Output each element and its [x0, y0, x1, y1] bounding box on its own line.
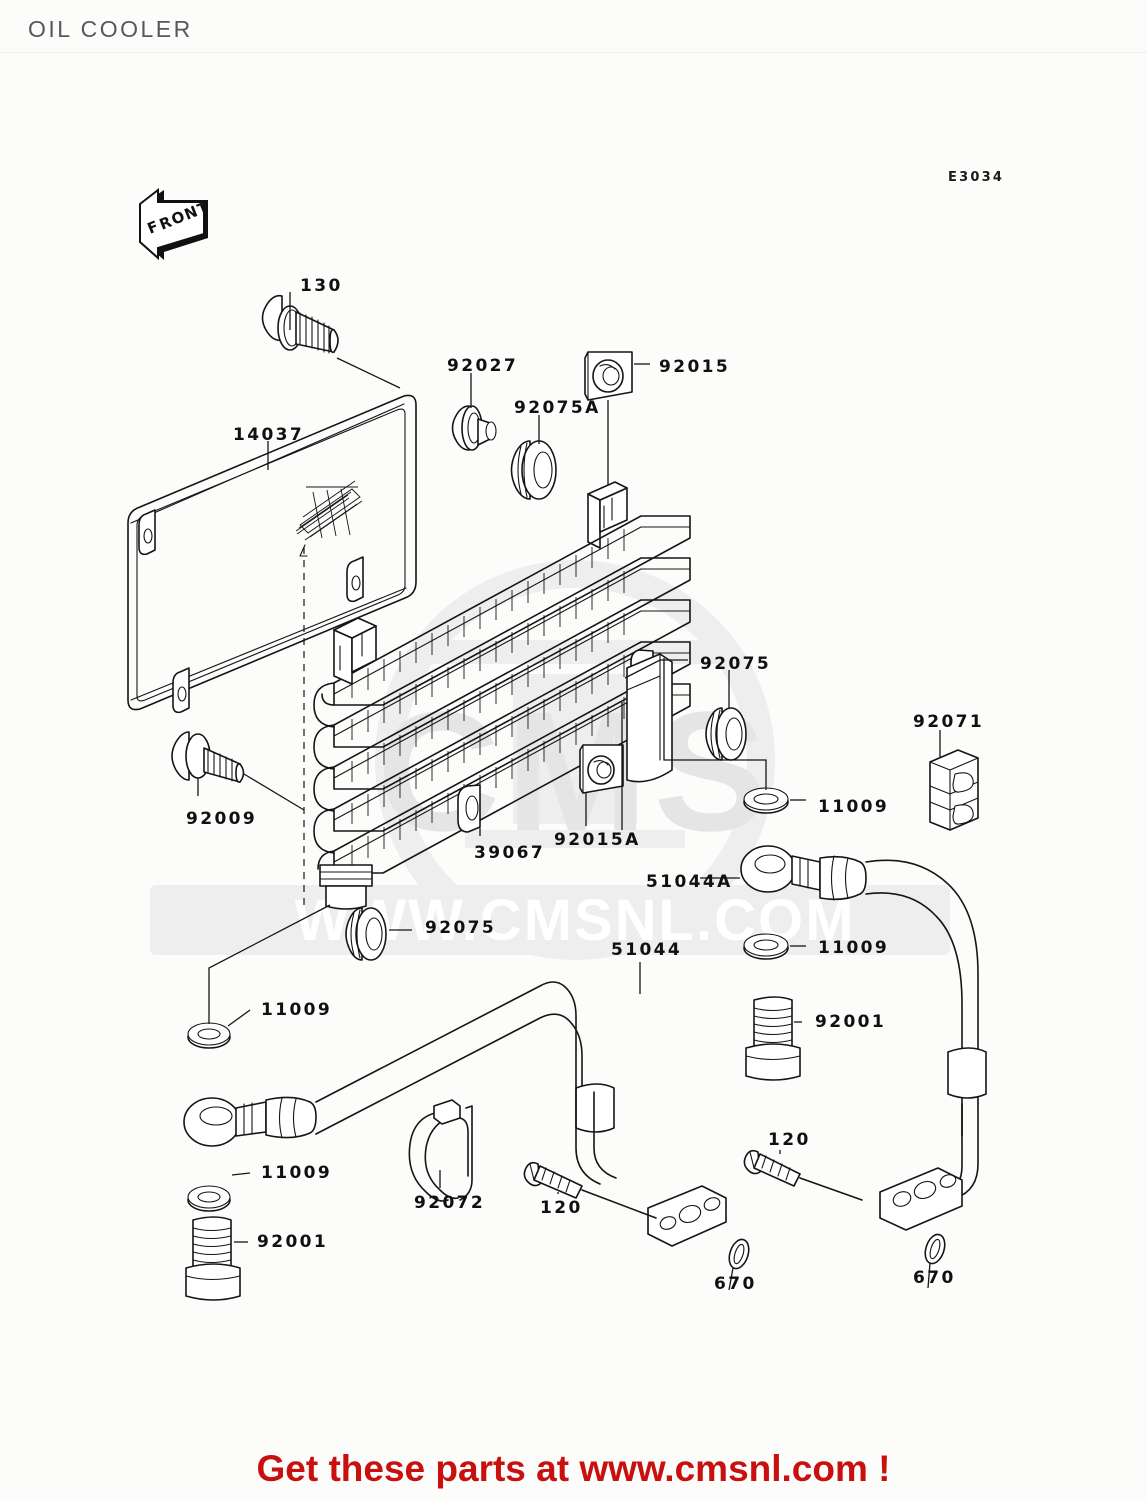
leader-92009-b [243, 773, 305, 811]
diagram-code: E3034 [948, 170, 1005, 185]
part-92001-banjo-bolt-right [745, 996, 801, 1081]
callout-92001-l: 92001 [257, 1232, 329, 1252]
part-92072-band-clamp [408, 1099, 473, 1202]
cooler-mount-ear-left [457, 784, 481, 833]
part-92071-grommet-block [929, 749, 979, 831]
callout-92075-right: 92075 [700, 654, 772, 674]
callout-11009-ll: 11009 [261, 1163, 333, 1183]
part-670-oring-right [924, 1233, 946, 1265]
svg-text:O: O [169, 207, 188, 228]
leader-11009-ru-b [663, 658, 767, 790]
callout-92072: 92072 [414, 1193, 486, 1213]
part-670-oring-left [728, 1238, 750, 1270]
callout-120-right: 120 [768, 1130, 811, 1150]
callout-14037: 14037 [233, 425, 305, 445]
part-51044A-hose [740, 845, 987, 1231]
callout-11009-lu: 11009 [261, 1000, 333, 1020]
front-arrow-badge: F R O N T [124, 186, 220, 262]
leader-130-b [336, 357, 401, 389]
callout-92071: 92071 [913, 712, 985, 732]
callout-92075-lower: 92075 [425, 918, 497, 938]
part-51044-hose [183, 981, 727, 1247]
part-92075A-damper [510, 440, 557, 500]
callout-39067: 39067 [474, 843, 546, 863]
leader-11009-lu [227, 1009, 251, 1027]
screen-tab-left-bottom [172, 667, 190, 714]
part-92075-damper-right [705, 707, 747, 761]
part-92001-banjo-bolt-left [185, 1216, 241, 1301]
part-11009-washer-left-lower [187, 1185, 231, 1212]
leader-11009-ll [231, 1172, 251, 1176]
callout-670-left: 670 [714, 1274, 757, 1294]
callout-11009-rl: 11009 [818, 938, 890, 958]
callout-92001-r: 92001 [815, 1012, 887, 1032]
leader-11009-lu-b [208, 904, 331, 1024]
screen-tab-left-top [138, 509, 156, 556]
part-14037-screen [127, 394, 417, 714]
callout-120-center: 120 [540, 1198, 583, 1218]
leader-92075-right-a [624, 659, 688, 679]
callout-51044A: 51044A [646, 872, 733, 892]
callout-11009-ru: 11009 [818, 797, 890, 817]
exploded-parts-diagram: .ln { fill:none; stroke:#151515; stroke-… [127, 292, 987, 1301]
leader-670-right [927, 1262, 931, 1289]
callout-51044: 51044 [611, 940, 683, 960]
cooler-bracket-right [626, 653, 673, 783]
callout-92009: 92009 [186, 809, 258, 829]
leader-670-left [728, 1267, 734, 1291]
callout-92015: 92015 [659, 357, 731, 377]
part-11009-washer-right-upper [743, 787, 789, 814]
screen-tab-mid [346, 556, 364, 603]
part-92027-collar [451, 405, 497, 451]
part-11009-washer-left-upper [187, 1022, 231, 1049]
hose-flange-right [879, 1167, 963, 1231]
part-11009-washer-right-lower [743, 933, 789, 960]
part-92075-damper-lower [345, 907, 387, 961]
part-39067-oil-cooler-core [313, 515, 691, 910]
part-92015-nut [584, 351, 633, 401]
callout-130: 130 [300, 276, 343, 296]
part-92009-screw [171, 731, 245, 783]
page-title: OIL COOLER [28, 16, 193, 42]
cooler-lower-neck [319, 864, 373, 910]
part-120-bolt-center [523, 1161, 657, 1219]
part-130-bolt [261, 294, 339, 354]
hose-flange-left [647, 1185, 727, 1247]
screen-mesh-swatch [295, 480, 363, 541]
callout-92015A: 92015A [554, 830, 641, 850]
part-92015A-nut [579, 744, 624, 794]
callout-670-right: 670 [913, 1268, 956, 1288]
footer-cta: Get these parts at www.cmsnl.com ! [256, 1448, 891, 1489]
callout-92027: 92027 [447, 356, 519, 376]
svg-text:N: N [182, 202, 200, 223]
part-120-bolt-right [743, 1149, 863, 1201]
callout-92075A: 92075A [514, 398, 601, 418]
cooler-bracket-top [587, 481, 628, 549]
cooler-left-bends [313, 682, 335, 870]
cooler-mount-tab-left [333, 617, 377, 685]
title-divider [0, 52, 1147, 53]
